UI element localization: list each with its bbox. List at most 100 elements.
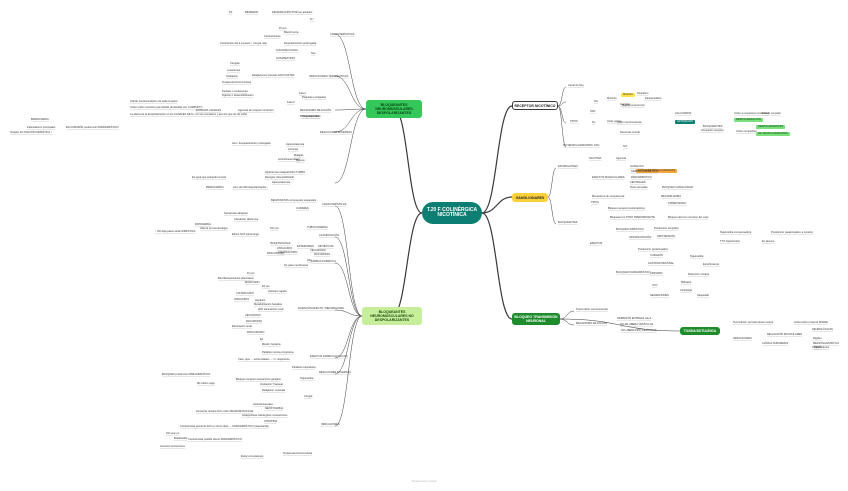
map-label-bt[interactable]: Transmisión neuromuscular	[576, 308, 608, 311]
map-label-fc1[interactable]: Alta	[307, 259, 312, 262]
map-label-gs4[interactable]: GANGLIOS	[630, 165, 644, 168]
map-label-rn13[interactable]: SNC	[594, 144, 600, 147]
map-label-in13[interactable]: Aumento secreciones	[160, 445, 185, 448]
branch-toxina-botulinica[interactable]: TOXINA BOTULÍNICA	[680, 327, 720, 335]
map-label-re2[interactable]: Arritmias	[288, 148, 299, 151]
branch-bloqueantes-no-despolarizantes[interactable]: BLOQUEANTES NEUROMUSCULARES NO DESPOLARI…	[362, 307, 422, 325]
map-label-mf16[interactable]: BRADICARDIA	[31, 118, 49, 121]
map-label-mf12[interactable]: BLOQUEANTES	[300, 115, 320, 118]
map-label-ra2[interactable]: Taquicardia	[300, 377, 314, 380]
map-label-in11[interactable]: Bradicardia	[174, 437, 188, 440]
map-label-cnd4[interactable]: Liberación Histamina	[234, 218, 259, 221]
map-label-in15[interactable]: Evitar convulsiones	[241, 455, 264, 458]
map-label-bt4[interactable]: NO LIBERACIÓN VESÍCULAS	[621, 329, 657, 332]
map-label-rn11[interactable]: Nn	[592, 121, 596, 124]
map-label-gb10[interactable]: Predominio simpático	[654, 227, 679, 230]
map-label-re[interactable]: REACCIONES ADVERSAS	[320, 131, 352, 134]
map-label-tb3[interactable]: RELAJACIÓN MUSCULARES	[767, 333, 803, 336]
map-label-rn2[interactable]: Músculo	[607, 97, 617, 100]
map-label-ac1[interactable]: Unión a receptores nicotínicos	[734, 112, 769, 115]
map-label-rn6[interactable]: Médula suprarrenal	[622, 104, 645, 107]
map-label-cnd2[interactable]: CURARES	[296, 207, 309, 210]
branch-bloqueantes-despolarizantes[interactable]: BLOQUEANTES NEUROMUSCULARES DESPOLARIZAN…	[366, 100, 422, 118]
map-label-bt1[interactable]: MECANISMO DE ACCIÓN	[576, 322, 607, 325]
map-label-mf1[interactable]: Fase I	[299, 92, 307, 95]
map-label-mf11[interactable]: ENTRADA CANALES	[196, 109, 222, 112]
map-label-mf5[interactable]: Despolarización	[302, 115, 321, 118]
map-label-tb8[interactable]: MEDICINA ESTÉTICA	[813, 342, 839, 345]
map-label-cn9[interactable]: Despolarización prolongada	[284, 42, 317, 45]
map-label-in[interactable]: INDICACIONES	[321, 423, 340, 426]
map-label-re5[interactable]: Hipertermia maligna	[265, 171, 289, 174]
map-label-gs3[interactable]: EFECTOS MOLECULARES	[592, 176, 625, 179]
map-label-re6[interactable]: Aum. despolarización prolongada	[232, 142, 271, 145]
map-label-gb19[interactable]: CORAZÓN	[650, 254, 663, 257]
map-label-de13[interactable]: PANCURONIO	[247, 331, 265, 334]
map-label-cn12[interactable]: SUXAMETONIO	[276, 57, 296, 60]
map-label-bt2[interactable]: INHIBICIÓN ENTRADA Ca+2	[617, 317, 652, 320]
map-label-gs10[interactable]: BLOQUEO GANGLIONAR	[662, 186, 693, 189]
map-label-rn10[interactable]: Unión neuromuscular	[617, 121, 642, 124]
map-label-gs6[interactable]: PARASIMPATICO	[631, 176, 652, 179]
map-label-ac[interactable]: ACH UNIDOS	[675, 112, 692, 115]
map-label-de7[interactable]: ATRACURIO	[234, 298, 250, 301]
map-label-gb23[interactable]: URINARIO	[650, 272, 663, 275]
map-label-mf8[interactable]: Ofertar postsomináptico de cada impacto	[130, 100, 178, 103]
map-label-gb7[interactable]: TIPOS	[591, 201, 599, 204]
map-label-cl1[interactable]: ISOQUINOLINAS	[270, 242, 291, 245]
map-label-re3[interactable]: Mialgias	[294, 154, 304, 157]
map-label-ef2[interactable]: Cara, ojos → extremidades → m. respiraci…	[238, 358, 290, 361]
map-label-ra1[interactable]: Parálisis respiratoria	[292, 366, 316, 369]
map-label-re13[interactable]: Aum del ARI despolarizantes ↓	[233, 186, 269, 189]
map-label-re11[interactable]: BRADICARDIA	[206, 186, 224, 189]
map-label-cl5[interactable]: PANCURONIO	[267, 252, 285, 255]
root-node[interactable]: T.20 F COLINÉRGICA NICOTÍNICA	[422, 202, 482, 224]
map-label-cnd6[interactable]: Alterna en farmacología	[200, 227, 228, 230]
map-label-ib1[interactable]: Cirugías	[230, 62, 240, 65]
map-label-tb[interactable]: Terminación nerviosa placa motora	[733, 321, 774, 324]
map-label-cl3[interactable]: CISATRACURIO	[278, 251, 298, 254]
map-label-ib4[interactable]: Terapia electroconvulsiva	[222, 81, 252, 84]
map-label-mf10[interactable]: La afecta de la despolarización en los C…	[130, 113, 247, 116]
map-label-tb2[interactable]: INDICACIONES	[733, 337, 752, 340]
map-label-cn8[interactable]: Contracción del 2 sucesos ↑ trompa más	[220, 42, 267, 45]
map-label-ra[interactable]: REACCIONES ADVERSAS	[319, 371, 351, 374]
map-label-mf3[interactable]: Plaquitas puntiguitas	[302, 96, 326, 99]
map-label-gb5[interactable]: Bloqueo receptor postsinápticos	[608, 207, 645, 210]
map-label-cl4[interactable]: ESTEROIDES	[297, 245, 314, 248]
map-label-cnd7[interactable]: ↑ NO deja pasar señal SIMPÁTICA	[155, 230, 196, 233]
map-label-de5[interactable]: Hofmann rapida	[268, 290, 287, 293]
map-label-rn3[interactable]: Ganglios	[620, 103, 631, 106]
map-label-rn1[interactable]: Nm	[594, 100, 599, 103]
map-label-cnd5[interactable]: PAPAVERINA	[195, 223, 211, 226]
map-label-de8[interactable]: Metabolización hepatica	[254, 303, 282, 306]
map-label-cn5[interactable]: DI ven	[279, 27, 287, 30]
map-label-de2[interactable]: Benzilisoquinoleína plasmatica	[218, 277, 254, 280]
map-label-gb25[interactable]: OJO	[652, 284, 658, 287]
map-label-cn7[interactable]: Contracciones	[264, 35, 281, 38]
map-label-de1[interactable]: Di ven	[247, 272, 255, 275]
map-label-tb1[interactable]: Actúa sobre proteína SNARE	[794, 321, 828, 324]
map-label-cn[interactable]: CARACTERÍSTICAS	[330, 33, 355, 36]
map-label-gs2[interactable]: Agonista	[616, 157, 627, 160]
map-label-cn2[interactable]: BIDIMERIC	[245, 11, 259, 14]
map-label-tb7[interactable]: Rigidez	[813, 337, 822, 340]
map-label-mf[interactable]: MECANISMO DE ACCIÓN	[300, 109, 331, 112]
map-label-fc2[interactable]: No pasa membranas	[284, 264, 309, 267]
map-label-cn10[interactable]: SUCCINILCOLINA	[276, 49, 298, 52]
map-label-ib5[interactable]: Relajaciones Intensas FAO/COFTEC	[252, 74, 295, 77]
branch-ganglionares[interactable]: GANGLIONARES	[512, 193, 548, 202]
map-label-gb[interactable]: BLOQUEANTES	[558, 221, 578, 224]
map-label-mf7[interactable]: Desfasc o endosomas	[222, 90, 248, 93]
map-label-in12[interactable]: Contrarrestar posible efecto PARASIMPÁTI…	[188, 438, 242, 441]
map-label-cnd9[interactable]: Efecto NAT sobrecarga	[232, 233, 259, 236]
map-label-cn3[interactable]: DEGRADACIÓN POR ser ativados	[272, 11, 313, 14]
map-label-cn6[interactable]: Blanch lenta	[284, 31, 299, 34]
map-label-in2[interactable]: Relajación muscular	[262, 389, 286, 392]
map-label-cnd8[interactable]: TUBOCURARINA	[307, 226, 328, 229]
map-label-mf4[interactable]: Agonista de receptor nicotínico	[238, 109, 274, 112]
map-label-gb28[interactable]: SECRECIONES	[650, 294, 669, 297]
map-label-gb16[interactable]: En desuso	[762, 240, 775, 243]
map-label-de14[interactable]: Eli	[260, 338, 263, 341]
map-label-rn9[interactable]: Otras partes	[607, 120, 622, 123]
